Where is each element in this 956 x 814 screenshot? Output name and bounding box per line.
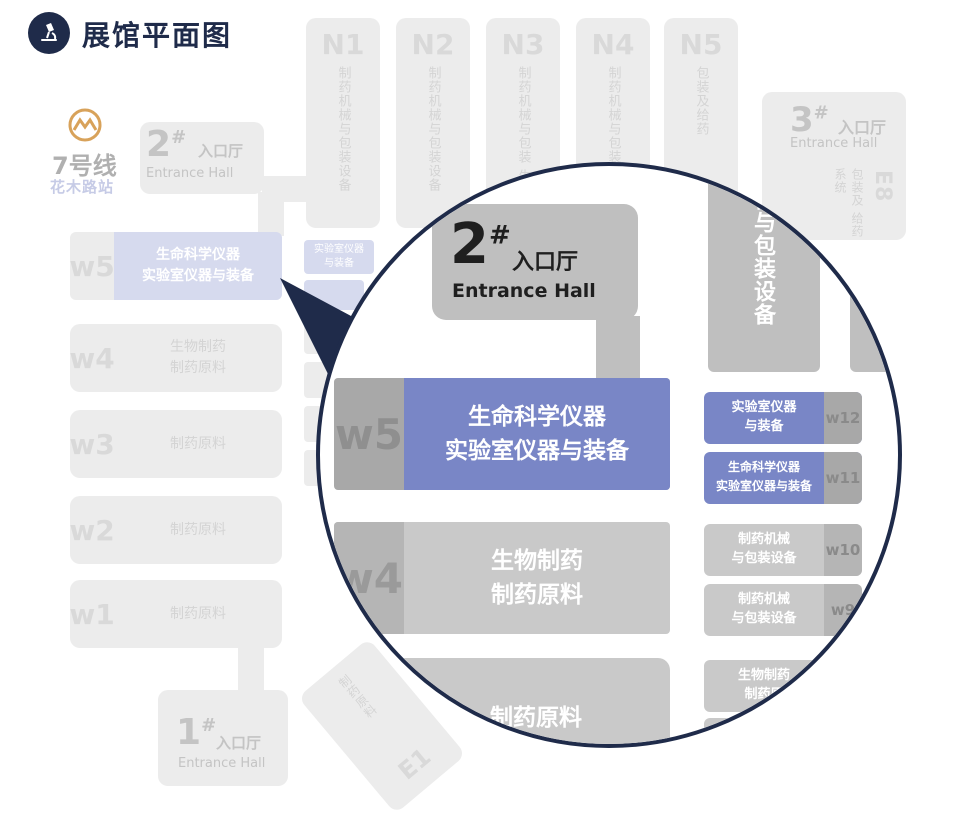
corridor (238, 648, 264, 694)
entrance-cn-label: 入口厅 (216, 734, 262, 752)
hall-id: N5 (679, 28, 723, 61)
hall-n2[interactable]: N2 制药机械与包装设备 (396, 18, 470, 228)
entrance-mark: # (488, 220, 511, 251)
hall-label-line: 实验室仪器 (731, 400, 797, 415)
hall-label-line: 生命科学仪器 (156, 247, 240, 263)
hall-w3-zoom[interactable]: 制药原料 (386, 658, 670, 744)
hall-w12[interactable]: 实验室仪器 与装备 w12 (704, 392, 862, 444)
hall-n1[interactable]: N1 制药机械与包装设备 (306, 18, 380, 228)
hall-label-line: 与装备 (324, 258, 354, 269)
entrance-hall-2[interactable]: 2# 入口厅 Entrance Hall (140, 122, 264, 194)
hall-label: 生物制药制药原料 (404, 522, 670, 634)
hall-label: 制药机械与包装设备 (335, 66, 351, 192)
hall-label-line: 与包装设备 (731, 611, 797, 626)
hall-id: N4 (591, 28, 635, 61)
hall-label-line: 制药原料 (491, 582, 583, 608)
hall-w10[interactable]: 制药机械 与包装设备 w10 (704, 524, 862, 576)
hall-zoom-right[interactable]: 械与包装设备 (708, 166, 820, 372)
hall-label: 生命科学仪器实验室仪器与装备 (404, 378, 670, 490)
hall-label-line: 生命科学仪器 (727, 460, 800, 474)
entrance-cn-label: 入口厅 (838, 118, 887, 137)
hall-id: w9 (824, 584, 862, 636)
hall-w4[interactable]: w4 生物制药制药原料 (69, 324, 282, 392)
microscope-icon (28, 12, 70, 54)
entrance-hall-1[interactable]: 1# 入口厅 Entrance Hall (158, 690, 288, 786)
entrance-en-label: Entrance Hall (178, 756, 266, 771)
hall-w4-zoom[interactable]: w4 生物制药制药原料 (334, 522, 670, 634)
entrance-number: 2 (450, 212, 489, 277)
hall-label-line: 实验室仪器与装备 (445, 438, 629, 464)
hall-e8-label: 包装及 给药系统 (833, 168, 864, 238)
hall-label-line: 实验室仪器与装备 (142, 268, 254, 284)
hall-id: w5 (334, 409, 404, 459)
metro-station-label: 花木路站 (50, 178, 115, 196)
hall-label-line: 制药机械 (737, 532, 790, 547)
entrance-en-label: Entrance Hall (146, 166, 234, 181)
hall-w5-zoom[interactable]: w5 生命科学仪器实验室仪器与装备 (334, 378, 670, 490)
magnifier-zoom-view: 械与包装设备 2# 入口厅 Entrance Hall w5 生命科学仪器实验室… (316, 162, 902, 748)
hall-w2[interactable]: w2 制药原料 (69, 496, 282, 564)
entrance-hall-2-zoom[interactable]: 2# 入口厅 Entrance Hall (432, 204, 638, 320)
entrance-mark: # (201, 715, 217, 736)
entrance-cn-label: 入口厅 (512, 250, 579, 275)
entrance-en-label: Entrance Hall (790, 136, 878, 151)
hall-zoom-far-right (850, 266, 898, 372)
hall-id: w1 (69, 597, 115, 631)
hall-id: N3 (501, 28, 545, 61)
entrance-cn-label: 入口厅 (198, 142, 244, 160)
hall-id: E1 (392, 742, 437, 786)
hall-id: w12 (824, 392, 862, 444)
hall-label-line: 制药原料 (170, 360, 226, 376)
hall-w11[interactable]: 生命科学仪器 实验室仪器与装备 w11 (704, 452, 862, 504)
hall-w5[interactable]: w5 生命科学仪器实验室仪器与装备 (70, 232, 282, 300)
hall-label-line: 实验室仪器与装备 (715, 479, 812, 493)
entrance-number: 2 (146, 124, 172, 165)
entrance-mark: # (171, 127, 187, 148)
metro-logo-icon (66, 106, 104, 144)
hall-e8-id: E8 (870, 170, 895, 203)
entrance-mark: # (813, 102, 829, 124)
hall-label: 制药原料 (170, 521, 226, 538)
hall-id: w11 (824, 452, 862, 504)
hall-label-line: 生命科学仪器 (468, 403, 606, 430)
hall-label: 制药原料 (335, 672, 380, 722)
hall-label-line: 实验室仪器 (314, 244, 364, 255)
entrance-en-label: Entrance Hall (452, 280, 596, 302)
hall-w8[interactable]: 生物制药 制药原 (704, 660, 862, 712)
hall-label: 包装及给药 (693, 66, 709, 136)
hall-id: w2 (69, 513, 115, 547)
hall-label: 生命科学仪器实验室仪器与装备 (114, 232, 282, 300)
hall-id: w5 (70, 249, 115, 283)
hall-label: 制药机械与包装设备 (425, 66, 441, 192)
hall-id: w3 (69, 427, 115, 461)
hall-label-line: 生物制药 (170, 339, 226, 355)
hall-label-line: 生物制药 (737, 668, 790, 683)
corridor (596, 316, 640, 386)
hall-id: w4 (69, 341, 115, 375)
hall-id: w4 (334, 522, 404, 634)
hall-small (704, 718, 862, 744)
hall-label-line: 生物制药 (491, 547, 583, 574)
hall-label-line: 制药原 (744, 687, 784, 702)
hall-w1[interactable]: w1 制药原料 (69, 580, 282, 648)
page-title: 展馆平面图 (82, 19, 233, 52)
hall-id: N2 (411, 28, 455, 61)
entrance-number: 3 (790, 100, 814, 140)
hall-id: N1 (321, 28, 365, 61)
hall-w9[interactable]: 制药机械 与包装设备 w9 (704, 584, 862, 636)
hall-label: 制药原料 (490, 705, 582, 731)
hall-label-line: 制药机械 (737, 592, 790, 607)
hall-label-line: 与包装设备 (731, 551, 797, 566)
entrance-number: 1 (176, 712, 202, 753)
hall-id: w10 (824, 524, 862, 576)
hall-w3[interactable]: w3 制药原料 (69, 410, 282, 478)
hall-w12-small[interactable]: 实验室仪器 与装备 (304, 240, 374, 274)
hall-label: 械与包装设备 (750, 188, 775, 326)
hall-label: 生物制药制药原料 (114, 324, 282, 392)
corridor (258, 192, 284, 236)
hall-label: 制药原料 (170, 605, 226, 622)
hall-label: 制药原料 (170, 435, 226, 452)
metro-line-label: 7号线 (52, 152, 117, 180)
hall-label-line: 与装备 (744, 419, 784, 434)
